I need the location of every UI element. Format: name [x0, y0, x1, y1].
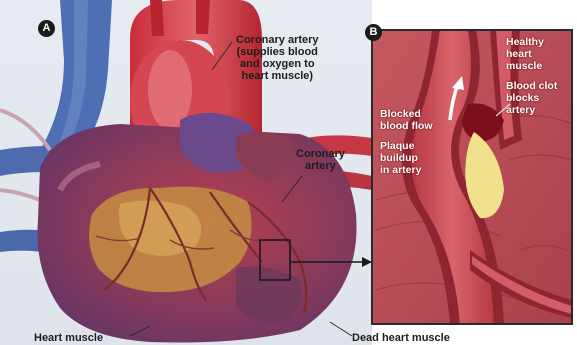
healthy-heart-muscle-label: Healthy heart muscle	[506, 36, 544, 72]
panel-a-badge: A	[38, 20, 55, 37]
coronary-artery-label-line-2: (supplies blood	[236, 46, 319, 58]
blocked-flow-label-line-2: blood flow	[380, 120, 433, 132]
coronary-artery-right-label-line-2: artery	[296, 160, 345, 172]
dead-heart-muscle-label: Dead heart muscle	[352, 332, 450, 344]
coronary-artery-right-label-line-1: Coronary	[296, 148, 345, 160]
blood-clot-label-line-1: Blood clot	[506, 80, 557, 92]
blood-clot-label-line-3: artery	[506, 104, 557, 116]
blocked-flow-label-line-1: Blocked	[380, 108, 433, 120]
healthy-label-line-1: Healthy	[506, 36, 544, 48]
blocked-blood-flow-label: Blocked blood flow	[380, 108, 433, 132]
coronary-artery-label-line-3: and oxygen to	[236, 58, 319, 70]
healthy-label-line-3: muscle	[506, 60, 544, 72]
panel-b-badge: B	[365, 24, 382, 41]
coronary-artery-label: Coronary artery (supplies blood and oxyg…	[236, 34, 319, 82]
coronary-artery-right-label: Coronary artery	[296, 148, 345, 172]
plaque-buildup-label: Plaque buildup in artery	[380, 140, 421, 176]
plaque-label-line-1: Plaque	[380, 140, 421, 152]
blood-clot-label: Blood clot blocks artery	[506, 80, 557, 116]
coronary-artery-label-line-1: Coronary artery	[236, 34, 319, 46]
plaque-label-line-3: in artery	[380, 164, 421, 176]
blood-clot-label-line-2: blocks	[506, 92, 557, 104]
healthy-label-line-2: heart	[506, 48, 544, 60]
coronary-artery-label-line-4: heart muscle)	[236, 70, 319, 82]
heart-muscle-label: Heart muscle	[34, 332, 103, 344]
plaque-label-line-2: buildup	[380, 152, 421, 164]
